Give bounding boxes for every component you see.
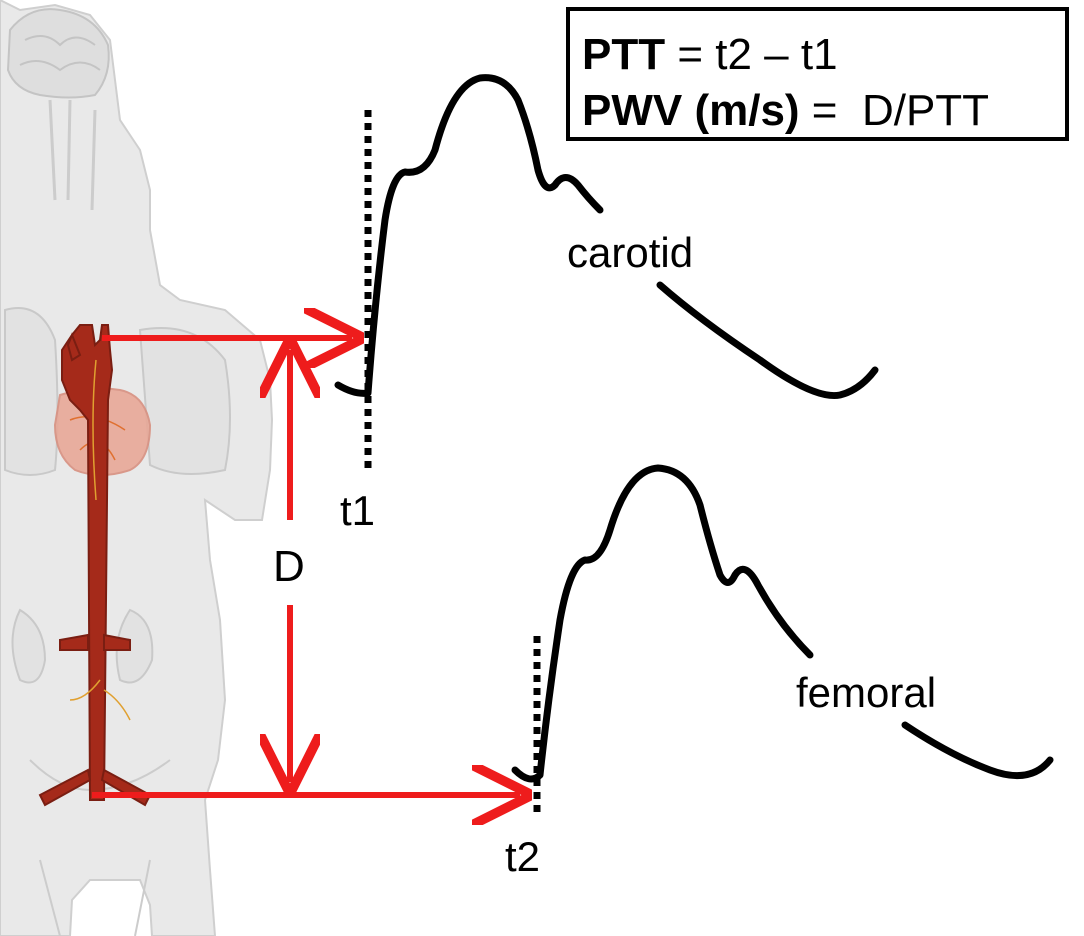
- pwv-formula: PWV (m/s) = D/PTT: [582, 89, 989, 133]
- pwv-expression: = D/PTT: [799, 86, 990, 135]
- femoral-label: femoral: [796, 669, 937, 716]
- distance-label: D: [273, 542, 305, 591]
- ptt-term: PTT: [582, 30, 666, 79]
- ptt-formula: PTT = t2 – t1: [582, 33, 838, 77]
- arrows: [92, 338, 520, 795]
- carotid-waveform: [334, 74, 604, 397]
- t2-label: t2: [505, 833, 541, 880]
- ptt-expression: = t2 – t1: [665, 30, 838, 79]
- formula-box: PTT = t2 – t1 PWV (m/s) = D/PTT: [566, 7, 1069, 141]
- carotid-label: carotid: [567, 229, 694, 276]
- t1-label: t1: [340, 487, 376, 534]
- body-silhouette: [0, 0, 274, 936]
- femoral-waveform: [511, 464, 814, 783]
- pwv-term: PWV (m/s): [582, 86, 800, 135]
